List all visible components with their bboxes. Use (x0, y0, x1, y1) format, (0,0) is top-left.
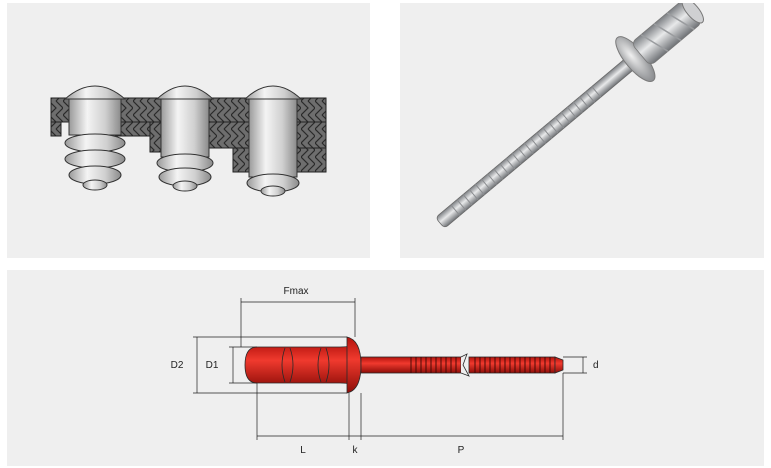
rivet-dimension-drawing: Fmax D2 D1 d L k P (171, 286, 599, 456)
rivet-shape (244, 336, 564, 394)
dim-label-p: P (458, 445, 465, 456)
dimension-lines (193, 298, 587, 440)
cross-section-panel (7, 3, 370, 258)
dim-label-d: d (593, 360, 599, 371)
dim-label-fmax: Fmax (284, 286, 309, 297)
dimension-drawing-panel: Fmax D2 D1 d L k P (7, 270, 764, 466)
dim-label-k: k (353, 445, 359, 456)
dim-label-d2: D2 (171, 360, 184, 371)
dim-label-d1: D1 (206, 360, 219, 371)
blind-rivet-photo-illustration (436, 3, 704, 228)
rivet-cross-section-illustration (50, 85, 327, 197)
product-photo-panel (400, 3, 764, 258)
dim-label-l: L (300, 445, 306, 456)
